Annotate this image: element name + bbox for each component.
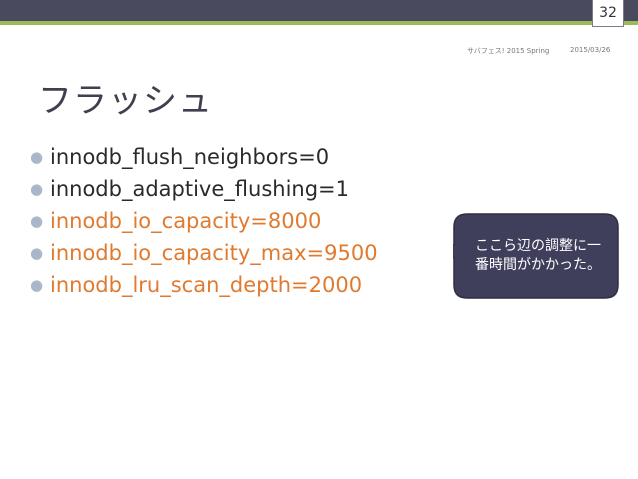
top-bar: [0, 0, 638, 21]
bullet-item: ● innodb_lru_scan_depth=2000: [30, 269, 378, 301]
bullet-dot-icon: ●: [30, 148, 44, 166]
callout-bubble: ここら辺の調整に一 番時間がかかった。: [453, 213, 619, 299]
callout-line: ここら辺の調整に一: [475, 238, 601, 254]
callout-line: 番時間がかかった。: [475, 257, 601, 273]
bullet-text: innodb_flush_neighbors=0: [50, 145, 330, 169]
event-label: サバフェス! 2015 Spring: [467, 47, 550, 55]
bullet-text: innodb_io_capacity_max=9500: [50, 241, 378, 265]
bullet-dot-icon: ●: [30, 180, 44, 198]
slide-title: フラッシュ: [38, 81, 213, 121]
bullet-item: ● innodb_io_capacity=8000: [30, 205, 378, 237]
bullet-text: innodb_io_capacity=8000: [50, 209, 322, 233]
bullet-item: ● innodb_io_capacity_max=9500: [30, 237, 378, 269]
accent-line: [0, 21, 638, 25]
bullet-dot-icon: ●: [30, 276, 44, 294]
bullet-item: ● innodb_adaptive_flushing=1: [30, 173, 378, 205]
bullet-text: innodb_adaptive_flushing=1: [50, 177, 349, 201]
date-label: 2015/03/26: [570, 46, 611, 54]
page-number-text: 32: [599, 5, 617, 21]
bullet-item: ● innodb_flush_neighbors=0: [30, 141, 378, 173]
bullet-dot-icon: ●: [30, 244, 44, 262]
bullet-text: innodb_lru_scan_depth=2000: [50, 273, 363, 297]
bullet-list: ● innodb_flush_neighbors=0 ● innodb_adap…: [30, 141, 378, 301]
callout-text: ここら辺の調整に一 番時間がかかった。: [463, 237, 613, 275]
page-number: 32: [592, 0, 624, 27]
bullet-dot-icon: ●: [30, 212, 44, 230]
callout-shape: [453, 213, 619, 299]
